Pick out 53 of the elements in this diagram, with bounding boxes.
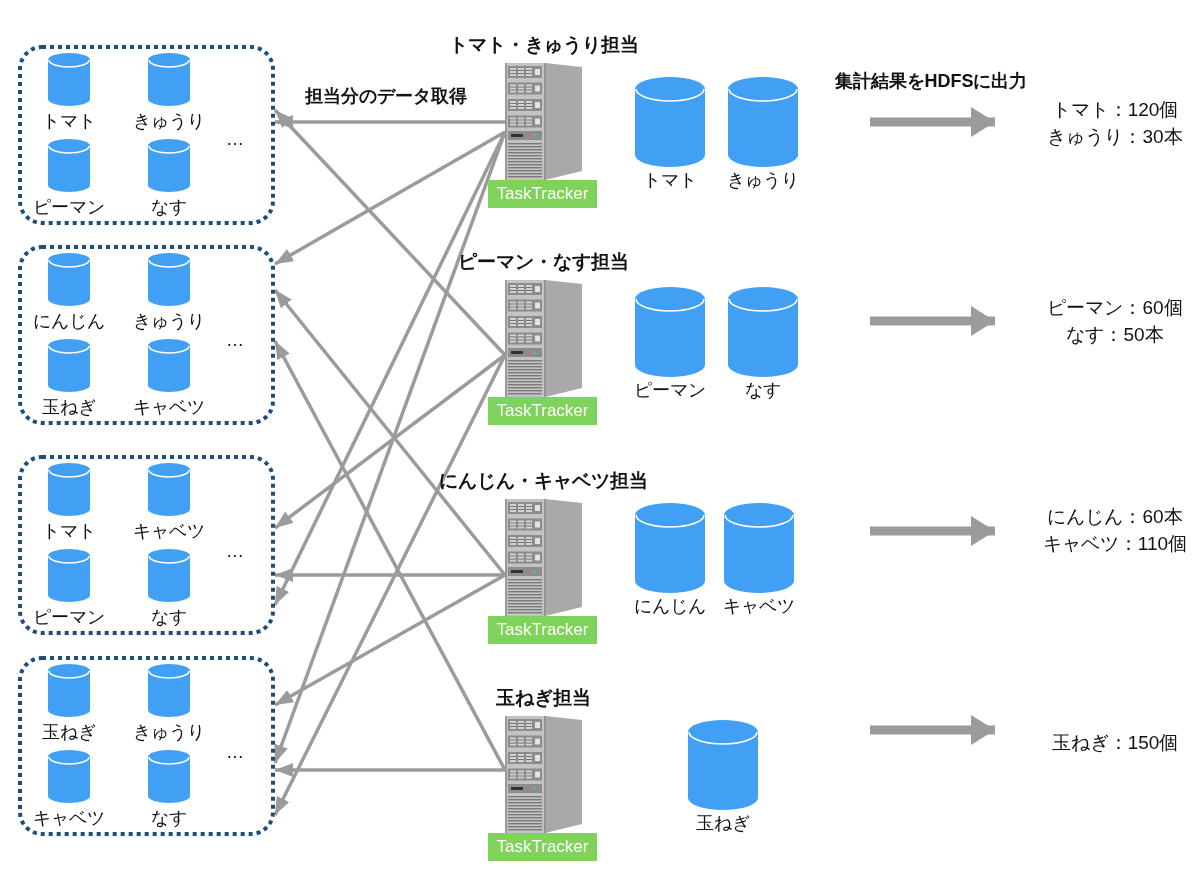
data-label: 玉ねぎ bbox=[42, 722, 96, 742]
result-text: 玉ねぎ：150個 bbox=[1051, 730, 1179, 755]
data-label: なす bbox=[745, 380, 781, 400]
data-label: にんじん bbox=[33, 311, 105, 331]
data-label: 玉ねぎ bbox=[696, 813, 750, 833]
arrow bbox=[273, 108, 507, 357]
data-label: トマト bbox=[42, 111, 96, 131]
data-label: にんじん bbox=[634, 596, 706, 616]
arrow bbox=[870, 516, 995, 546]
result-text: なす：50本 bbox=[1066, 323, 1164, 347]
data-label: キャベツ bbox=[33, 808, 105, 828]
result-text: トマト：120個 bbox=[1051, 98, 1179, 122]
data-label: きゅうり bbox=[727, 170, 799, 190]
data-label: きゅうり bbox=[133, 722, 205, 742]
data-label: キャベツ bbox=[723, 596, 795, 616]
name-tag: TaskTracker bbox=[488, 616, 597, 644]
result-text: にんじん：60本 bbox=[1047, 505, 1183, 529]
data-label: ピーマン bbox=[33, 607, 105, 627]
server-title: トマト・きゅうり担当 bbox=[448, 35, 639, 55]
server-title: 玉ねぎ担当 bbox=[496, 688, 591, 708]
arrow bbox=[870, 715, 995, 745]
server-title: ピーマン・なす担当 bbox=[458, 252, 629, 272]
data-label: ピーマン bbox=[634, 380, 706, 400]
arrow bbox=[275, 763, 505, 777]
name-tag: TaskTracker bbox=[488, 833, 597, 861]
data-label: トマト bbox=[643, 170, 697, 190]
data-label: ピーマン bbox=[33, 197, 105, 217]
result-text: ピーマン：60個 bbox=[1047, 296, 1183, 320]
ellipsis: … bbox=[226, 541, 244, 561]
ellipsis: … bbox=[226, 742, 244, 762]
arrow bbox=[870, 306, 995, 336]
data-label: なす bbox=[151, 607, 187, 627]
arrow bbox=[274, 573, 506, 707]
data-label: キャベツ bbox=[133, 397, 205, 417]
result-text: キャベツ：110個 bbox=[1042, 532, 1188, 556]
arrow bbox=[275, 568, 505, 582]
data-label: キャベツ bbox=[133, 521, 205, 541]
arrow bbox=[275, 115, 505, 129]
result-text: きゅうり：30本 bbox=[1047, 125, 1183, 149]
ellipsis: … bbox=[226, 330, 244, 350]
ellipsis: … bbox=[226, 129, 244, 149]
data-label: 玉ねぎ bbox=[42, 397, 96, 417]
data-label: トマト bbox=[42, 521, 96, 541]
arrow bbox=[870, 107, 995, 137]
arrow bbox=[274, 130, 506, 266]
name-tag: TaskTracker bbox=[488, 180, 597, 208]
server-title: にんじん・キャベツ担当 bbox=[439, 471, 648, 491]
edge-label: 担当分のデータ取得 bbox=[303, 86, 469, 106]
data-label: きゅうり bbox=[133, 311, 205, 331]
data-label: きゅうり bbox=[133, 111, 205, 131]
name-tag: TaskTracker bbox=[488, 397, 597, 425]
data-label: なす bbox=[151, 197, 187, 217]
data-label: なす bbox=[151, 808, 187, 828]
